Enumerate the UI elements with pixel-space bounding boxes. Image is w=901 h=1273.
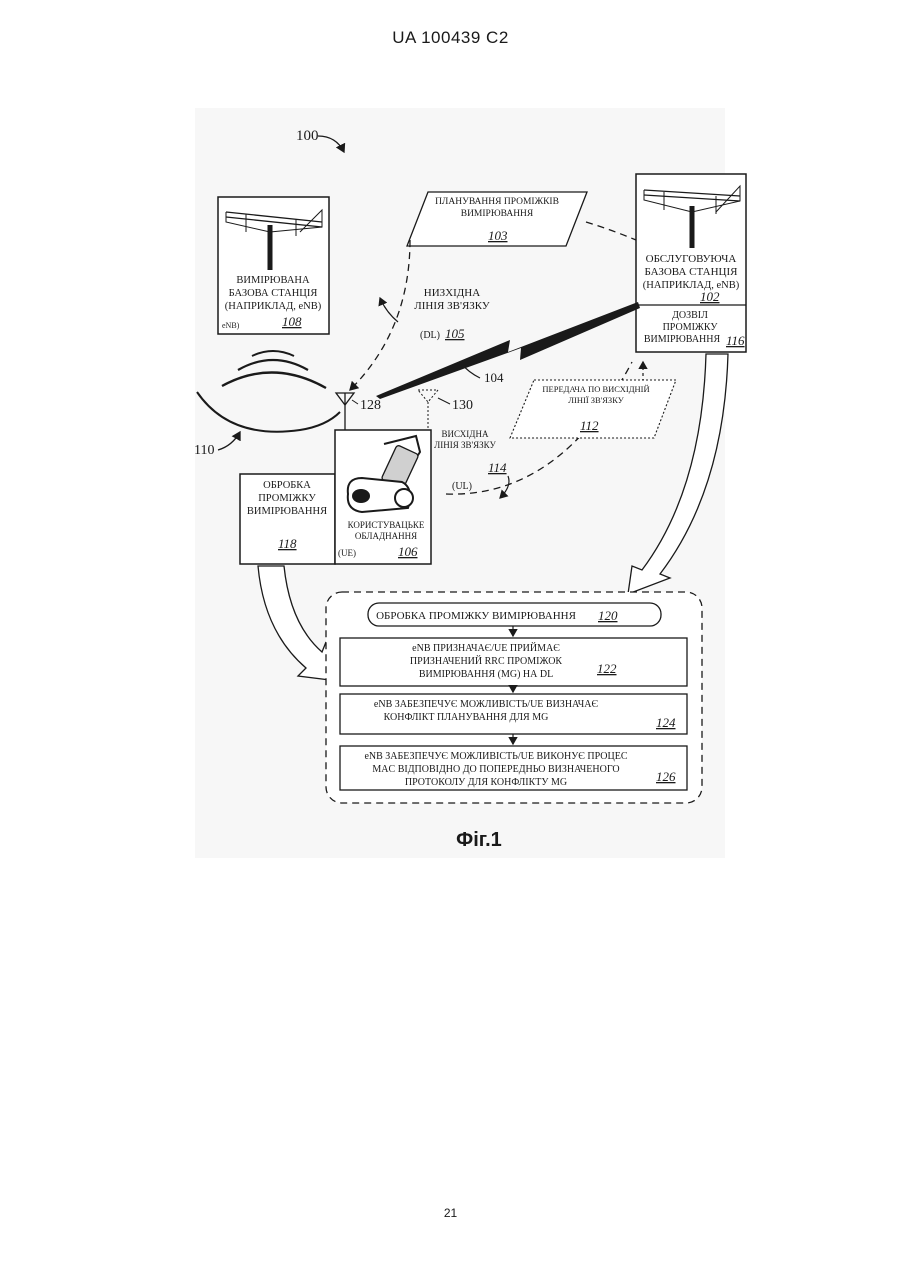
step1-line3: ВИМІРЮВАННЯ (MG) НА DL (419, 669, 553, 680)
downlink-line1: НИЗХІДНА (424, 287, 480, 299)
page-number: 21 (0, 1206, 901, 1220)
uplink-tx-ref: 112 (580, 418, 599, 433)
measured-bs-line1: ВИМІРЮВАНА (236, 275, 310, 286)
serving-base-station: ОБСЛУГОВУЮЧА БАЗОВА СТАНЦІЯ (НАПРИКЛАД, … (636, 174, 746, 352)
gap-permission-line2: ПРОМІЖКУ (663, 322, 719, 333)
process-container: ОБРОБКА ПРОМІЖКУ ВИМІРЮВАННЯ 120 eNB ПРИ… (326, 592, 702, 803)
process-title: ОБРОБКА ПРОМІЖКУ ВИМІРЮВАННЯ (376, 610, 577, 622)
ue-line1: КОРИСТУВАЦЬКЕ (348, 520, 425, 530)
uplink-tx-line2: ЛІНІЇ ЗВ'ЯЗКУ (568, 395, 624, 405)
ue-line2: ОБЛАДНАННЯ (355, 531, 417, 541)
uplink-tx-line1: ПЕРЕДАЧА ПО ВИСХІДНІЙ (542, 384, 649, 394)
downlink-abbr: (DL) (420, 330, 440, 341)
step3-line1: eNB ЗАБЕЗПЕЧУЄ МОЖЛИВІСТЬ/UE ВИКОНУЄ ПРО… (364, 751, 627, 762)
gap-planning-line1: ПЛАНУВАННЯ ПРОМІЖКІВ (435, 197, 559, 207)
waves-ref: 110 (194, 443, 214, 458)
uplink-line2: ЛІНІЯ ЗВ'ЯЗКУ (434, 440, 496, 450)
step2-line1: eNB ЗАБЕЗПЕЧУЄ МОЖЛИВІСТЬ/UE ВИЗНАЧАЄ (374, 699, 599, 710)
gap-permission-line3: ВИМІРЮВАННЯ (644, 334, 721, 345)
step2-line2: КОНФЛІКТ ПЛАНУВАННЯ ДЛЯ MG (384, 712, 549, 723)
step3-line2: MAC ВІДПОВІДНО ДО ПОПЕРЕДНЬО ВИЗНАЧЕНОГО (372, 764, 619, 775)
measured-bs-tag: eNB) (222, 321, 240, 330)
step1-line1: eNB ПРИЗНАЧАЄ/UE ПРИЙМАЄ (412, 642, 560, 654)
step1-line2: ПРИЗНАЧЕНИЙ RRC ПРОМІЖОК (410, 655, 563, 667)
uplink-line1: ВИСХІДНА (442, 429, 489, 439)
gap-processing-box: ОБРОБКА ПРОМІЖКУ ВИМІРЮВАННЯ 118 (240, 474, 335, 564)
system-ref: 100 (296, 128, 319, 144)
step3-ref: 126 (656, 769, 676, 784)
gap-processing-line2: ПРОМІЖКУ (258, 493, 316, 504)
downlink-ref: 105 (445, 326, 465, 341)
gap-planning-ref: 103 (488, 228, 508, 243)
serving-bs-line1: ОБСЛУГОВУЮЧА (646, 253, 737, 265)
uplink-abbr: (UL) (452, 481, 472, 492)
step1-ref: 122 (597, 661, 617, 676)
serving-bs-line2: БАЗОВА СТАНЦІЯ (645, 266, 739, 278)
gap-planning-line2: ВИМІРЮВАННЯ (461, 209, 534, 219)
measured-bs-ref: 108 (282, 314, 302, 329)
gap-permission-ref: 116 (726, 333, 745, 348)
process-ref: 120 (598, 608, 618, 623)
uplink-transmission-box: ПЕРЕДАЧА ПО ВИСХІДНІЙ ЛІНІЇ ЗВ'ЯЗКУ 112 (510, 380, 676, 438)
serving-bs-ref: 102 (700, 289, 720, 304)
figure-caption: Фіг.1 (456, 829, 502, 851)
antenna1-ref: 128 (360, 398, 381, 413)
step3-line3: ПРОТОКОЛУ ДЛЯ КОНФЛІКТУ MG (405, 777, 567, 788)
uplink-ref: 114 (488, 460, 507, 475)
measured-bs-line2: БАЗОВА СТАНЦІЯ (229, 288, 318, 299)
gap-permission-line1: ДОЗВІЛ (672, 310, 708, 321)
gap-processing-line1: ОБРОБКА (263, 480, 311, 491)
measured-base-station: ВИМІРЮВАНА БАЗОВА СТАНЦІЯ (НАПРИКЛАД, eN… (218, 197, 329, 334)
gap-processing-line3: ВИМІРЮВАННЯ (247, 506, 327, 517)
serving-bs-line3: (НАПРИКЛАД, eNB) (643, 280, 740, 291)
downlink-line2: ЛІНІЯ ЗВ'ЯЗКУ (414, 300, 490, 312)
user-equipment-box: КОРИСТУВАЦЬКЕ ОБЛАДНАННЯ (UE) 106 (335, 430, 431, 564)
ue-ref: 106 (398, 544, 418, 559)
measured-bs-line3: (НАПРИКЛАД, eNB) (225, 301, 322, 312)
ue-abbr: (UE) (338, 548, 356, 558)
gap-planning-box: ПЛАНУВАННЯ ПРОМІЖКІВ ВИМІРЮВАННЯ 103 (407, 192, 587, 246)
gap-processing-ref: 118 (278, 536, 297, 551)
link-ref: 104 (484, 370, 504, 385)
antenna2-ref: 130 (452, 398, 473, 413)
step2-ref: 124 (656, 715, 676, 730)
